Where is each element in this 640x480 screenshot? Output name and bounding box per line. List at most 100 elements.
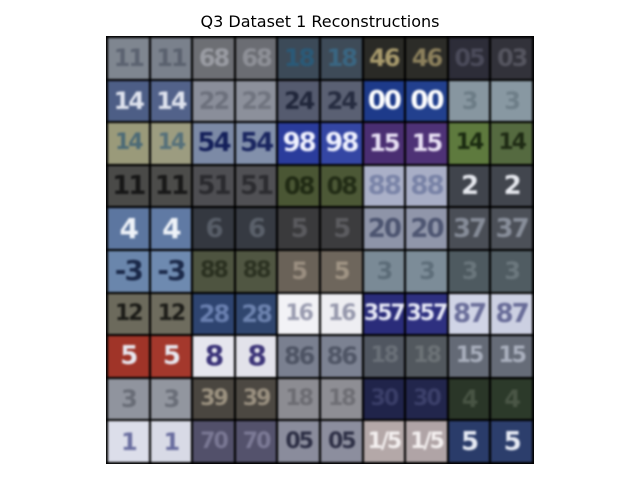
tile-digits: 24: [326, 86, 358, 115]
tile-digits: 18: [285, 386, 314, 412]
image-tile-r9-c2: 3: [150, 378, 192, 420]
tile-digits: 98: [325, 128, 359, 159]
tile-digits: 18: [413, 343, 442, 369]
image-tile-r1-c7: 46: [363, 38, 405, 79]
tile-digits: -3: [114, 254, 144, 288]
tile-digits: 5: [461, 426, 479, 457]
image-tile-r8-c3: 8: [193, 336, 234, 377]
tile-digits: 5: [120, 341, 138, 372]
image-tile-r9-c1: 3: [108, 378, 149, 420]
image-tile-r2-c1: 14: [108, 80, 149, 122]
tile-digits: 8: [247, 339, 267, 373]
tile-digits: 88: [367, 171, 402, 202]
tile-digits: 5: [333, 257, 351, 286]
tile-digits: 3: [461, 86, 479, 115]
image-tile-r2-c2: 14: [150, 80, 192, 122]
tile-digits: 357: [406, 300, 447, 326]
image-tile-r7-c4: 28: [235, 293, 277, 335]
tile-digits: 4: [504, 385, 521, 414]
tile-digits: 3: [163, 385, 181, 414]
image-tile-r6-c8: 3: [406, 250, 447, 292]
tile-digits: 2: [503, 171, 522, 202]
image-tile-r8-c4: 8: [235, 336, 277, 377]
tile-digits: 24: [283, 86, 315, 115]
image-tile-r8-c2: 5: [150, 336, 192, 377]
tile-digits: 54: [197, 128, 231, 159]
tile-digits: 39: [200, 386, 229, 412]
image-tile-r2-c6: 24: [320, 80, 362, 122]
tile-digits: 22: [198, 86, 230, 115]
tile-digits: 14: [498, 130, 527, 156]
tile-digits: 3: [504, 86, 521, 115]
image-tile-r2-c8: 00: [406, 80, 447, 122]
tile-digits: 51: [239, 171, 274, 202]
image-tile-r8-c9: 15: [448, 336, 490, 377]
tile-digits: 98: [282, 128, 317, 159]
image-tile-r1-c5: 18: [278, 38, 319, 79]
image-tile-r10-c9: 5: [448, 421, 490, 462]
image-tile-r1-c1: 11: [108, 38, 149, 79]
tile-digits: 4: [162, 211, 182, 245]
image-tile-r9-c7: 30: [363, 378, 405, 420]
tile-digits: 14: [156, 86, 187, 115]
tile-digits: 5: [503, 426, 522, 457]
tile-digits: 87: [452, 298, 487, 329]
tile-digits: 14: [114, 130, 144, 156]
image-tile-r9-c9: 4: [448, 378, 490, 420]
image-tile-r3-c10: 14: [491, 123, 532, 164]
image-tile-r4-c4: 51: [235, 165, 277, 207]
tile-digits: 1: [120, 427, 138, 456]
image-tile-r7-c5: 16: [278, 293, 319, 335]
image-tile-r2-c4: 22: [235, 80, 277, 122]
image-tile-r6-c9: 3: [448, 250, 490, 292]
image-tile-r4-c6: 08: [320, 165, 362, 207]
tile-digits: 70: [242, 428, 272, 454]
tile-digits: 30: [370, 386, 400, 412]
image-tile-r4-c9: 2: [448, 165, 490, 207]
tile-digits: 3: [461, 257, 479, 286]
tile-digits: 37: [452, 213, 487, 244]
image-tile-r8-c8: 18: [406, 336, 447, 377]
image-tile-r2-c3: 22: [193, 80, 234, 122]
image-tile-r10-c2: 1: [150, 421, 192, 462]
image-tile-r3-c4: 54: [235, 123, 277, 164]
image-tile-r1-c2: 11: [150, 38, 192, 79]
tile-digits: 37: [495, 213, 530, 244]
image-tile-r3-c3: 54: [193, 123, 234, 164]
tile-digits: 14: [455, 130, 485, 156]
tile-digits: 70: [200, 428, 229, 454]
tile-digits: 88: [242, 258, 272, 284]
image-tile-r1-c4: 68: [235, 38, 277, 79]
tile-digits: 68: [198, 44, 230, 73]
tile-digits: 3: [419, 257, 436, 286]
image-tile-r1-c3: 68: [193, 38, 234, 79]
tile-digits: 1/5: [410, 428, 445, 454]
image-tile-r2-c5: 24: [278, 80, 319, 122]
image-tile-r4-c10: 2: [491, 165, 532, 207]
image-tile-r1-c6: 18: [320, 38, 362, 79]
image-tile-r9-c10: 4: [491, 378, 532, 420]
tile-digits: 4: [119, 211, 140, 245]
tile-digits: 46: [411, 44, 443, 73]
image-tile-r4-c5: 08: [278, 165, 319, 207]
tile-digits: 46: [369, 44, 400, 73]
image-tile-r3-c6: 98: [320, 123, 362, 164]
tile-digits: 1/5: [367, 428, 403, 454]
tile-digits: 11: [112, 171, 146, 202]
tile-digits: 05: [285, 428, 314, 454]
image-tile-r8-c7: 18: [363, 336, 405, 377]
image-tile-r5-c5: 5: [278, 208, 319, 249]
image-tile-r5-c10: 37: [491, 208, 532, 249]
image-tile-r5-c1: 4: [108, 208, 149, 249]
tile-digits: 08: [283, 172, 315, 201]
image-tile-r10-c7: 1/5: [363, 421, 405, 462]
image-tile-r6-c4: 88: [235, 250, 277, 292]
tile-digits: 87: [495, 298, 530, 329]
tile-digits: 15: [369, 129, 400, 158]
image-tile-r6-c6: 5: [320, 250, 362, 292]
tile-digits: 39: [242, 386, 272, 412]
image-tile-r8-c10: 15: [491, 336, 532, 377]
image-tile-r10-c10: 5: [491, 421, 532, 462]
tile-digits: 03: [496, 44, 528, 73]
image-tile-r10-c1: 1: [108, 421, 149, 462]
